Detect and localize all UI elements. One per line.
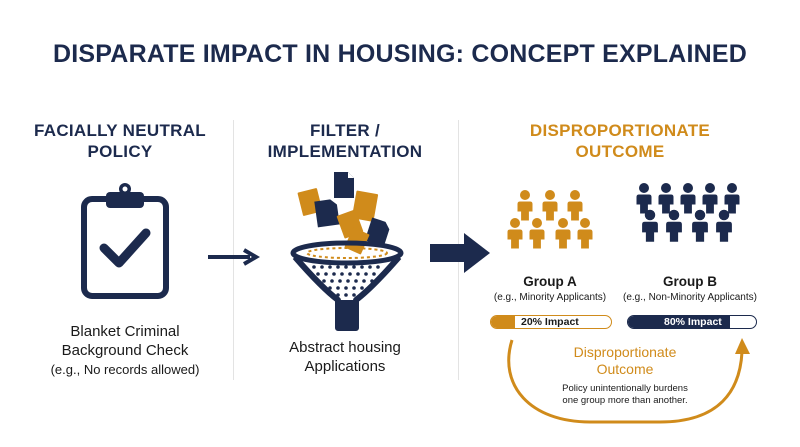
outcome-note: Policy unintentionally burdens one group… (540, 383, 710, 407)
policy-label: Blanket Criminal Background Check (20, 322, 230, 360)
impact-bar-group-a: 20% Impact (490, 315, 612, 329)
filter-label: Abstract housing Applications (250, 338, 440, 376)
person-icon (691, 209, 709, 243)
arrow-right-large-icon (430, 233, 490, 273)
person-icon (506, 218, 524, 250)
group-a-name: Group A (523, 274, 577, 289)
filter-label-line1: Abstract housing (289, 339, 401, 356)
person-icon (635, 183, 653, 215)
outcome-note-line2: one group more than another. (562, 395, 688, 406)
arrow-right-icon (208, 248, 260, 266)
policy-label-line1: Blanket Criminal (70, 323, 180, 340)
document-icon (314, 199, 340, 228)
filter-label-line2: Applications (304, 358, 386, 375)
person-icon (528, 218, 546, 250)
person-icon (701, 183, 719, 215)
outcome-result-line1: Disproportionate (573, 344, 677, 360)
person-icon (723, 183, 741, 215)
policy-label-line2: Background Check (61, 342, 189, 359)
group-b-name: Group B (663, 274, 717, 289)
filter-heading: FILTER / IMPLEMENTATION (255, 120, 435, 162)
funnel-documents-icon (290, 172, 404, 331)
page-title: DISPARATE IMPACT IN HOUSING: CONCEPT EXP… (53, 40, 747, 68)
person-icon (657, 183, 675, 215)
person-icon (566, 190, 584, 222)
person-icon (541, 190, 559, 222)
curved-arrow-icon (507, 338, 750, 424)
filter-heading-line1: FILTER / (309, 121, 381, 140)
outcome-note-line1: Policy unintentionally burdens (562, 383, 688, 394)
policy-heading: FACIALLY NEUTRAL POLICY (20, 120, 220, 162)
document-icon (334, 172, 354, 198)
group-b-sub: (e.g., Non-Minority Applicants) (623, 292, 757, 303)
impact-bar-label: 80% Impact (664, 316, 722, 328)
column-divider (233, 120, 234, 380)
people-group-icon (506, 190, 594, 250)
policy-heading-line1: FACIALLY NEUTRAL (34, 121, 206, 140)
policy-heading-line2: POLICY (87, 142, 153, 161)
person-icon (516, 190, 534, 222)
person-icon (554, 218, 572, 250)
policy-sublabel: (e.g., No records allowed) (50, 362, 200, 377)
clipboard-check-icon (81, 183, 169, 299)
impact-bar-fill (491, 316, 515, 328)
outcome-result: Disproportionate Outcome (540, 344, 710, 378)
person-icon (679, 183, 697, 215)
impact-bar-fill (628, 316, 731, 328)
outcome-result-line2: Outcome (596, 361, 654, 377)
person-icon (715, 209, 733, 243)
person-icon (576, 218, 594, 250)
group-a-sub: (e.g., Minority Applicants) (493, 292, 607, 303)
impact-bar-label: 20% Impact (521, 316, 579, 328)
person-icon (641, 209, 659, 243)
sieve-dots (312, 265, 380, 297)
outcome-heading-line2: OUTCOME (575, 142, 665, 161)
outcome-heading-line1: DISPROPORTIONATE (529, 121, 711, 140)
filter-heading-line2: IMPLEMENTATION (267, 142, 423, 161)
people-group-icon (635, 183, 741, 243)
outcome-heading: DISPROPORTIONATE OUTCOME (500, 120, 740, 162)
document-icon (351, 190, 379, 222)
impact-bar-group-b: 80% Impact (627, 315, 757, 329)
document-icon (364, 217, 390, 247)
person-icon (665, 209, 683, 243)
